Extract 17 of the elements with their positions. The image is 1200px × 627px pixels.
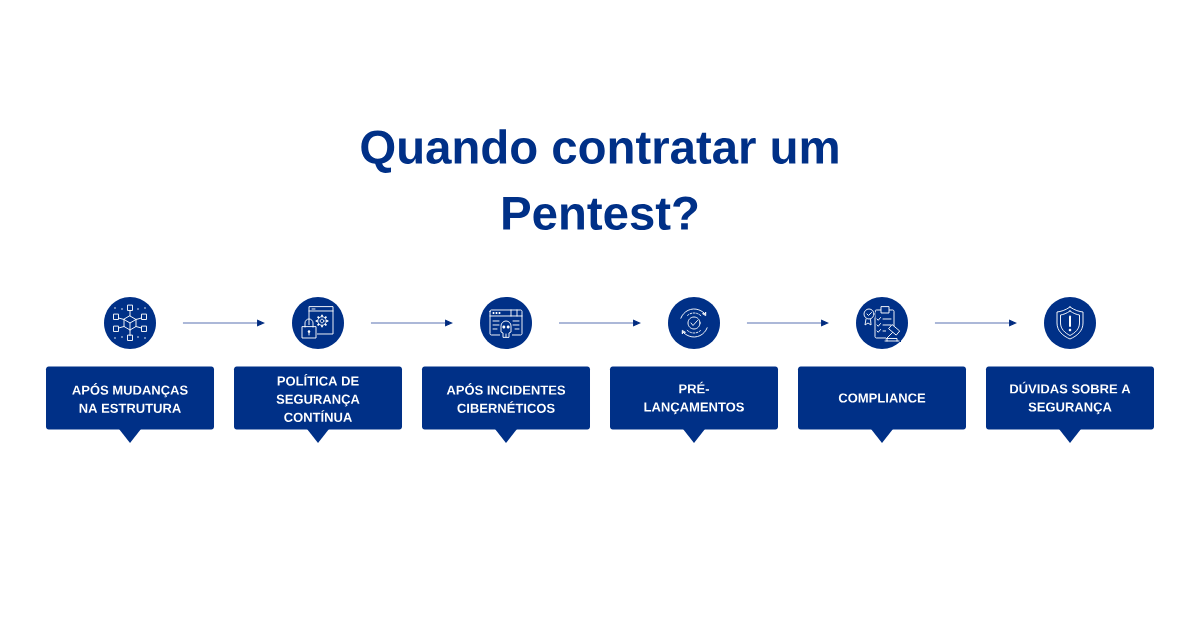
- callout-box: POLÍTICA DE SEGURANÇA CONTÍNUA: [234, 366, 402, 443]
- arrow: [558, 319, 641, 327]
- callout-box: PRÉ- LANÇAMENTOS: [610, 366, 778, 443]
- arrow: [746, 319, 829, 327]
- arrow: [182, 319, 265, 327]
- callout-box: DÚVIDAS SOBRE A SEGURANÇA: [986, 366, 1154, 443]
- title: Quando contratar um Pentest?: [361, 129, 838, 230]
- arrow: [370, 319, 453, 327]
- icon-circle: [1044, 297, 1096, 349]
- callout-box: APÓS INCIDENTES CIBERNÉTICOS: [422, 366, 590, 443]
- callout-box: COMPLIANCE: [798, 366, 966, 443]
- icon-circle: [292, 297, 344, 349]
- icon-circle: [668, 297, 720, 349]
- callout-box: APÓS MUDANÇAS NA ESTRUTURA: [46, 366, 214, 443]
- icon-circle: [104, 297, 156, 349]
- icon-circle: [480, 297, 532, 349]
- arrow: [934, 319, 1017, 327]
